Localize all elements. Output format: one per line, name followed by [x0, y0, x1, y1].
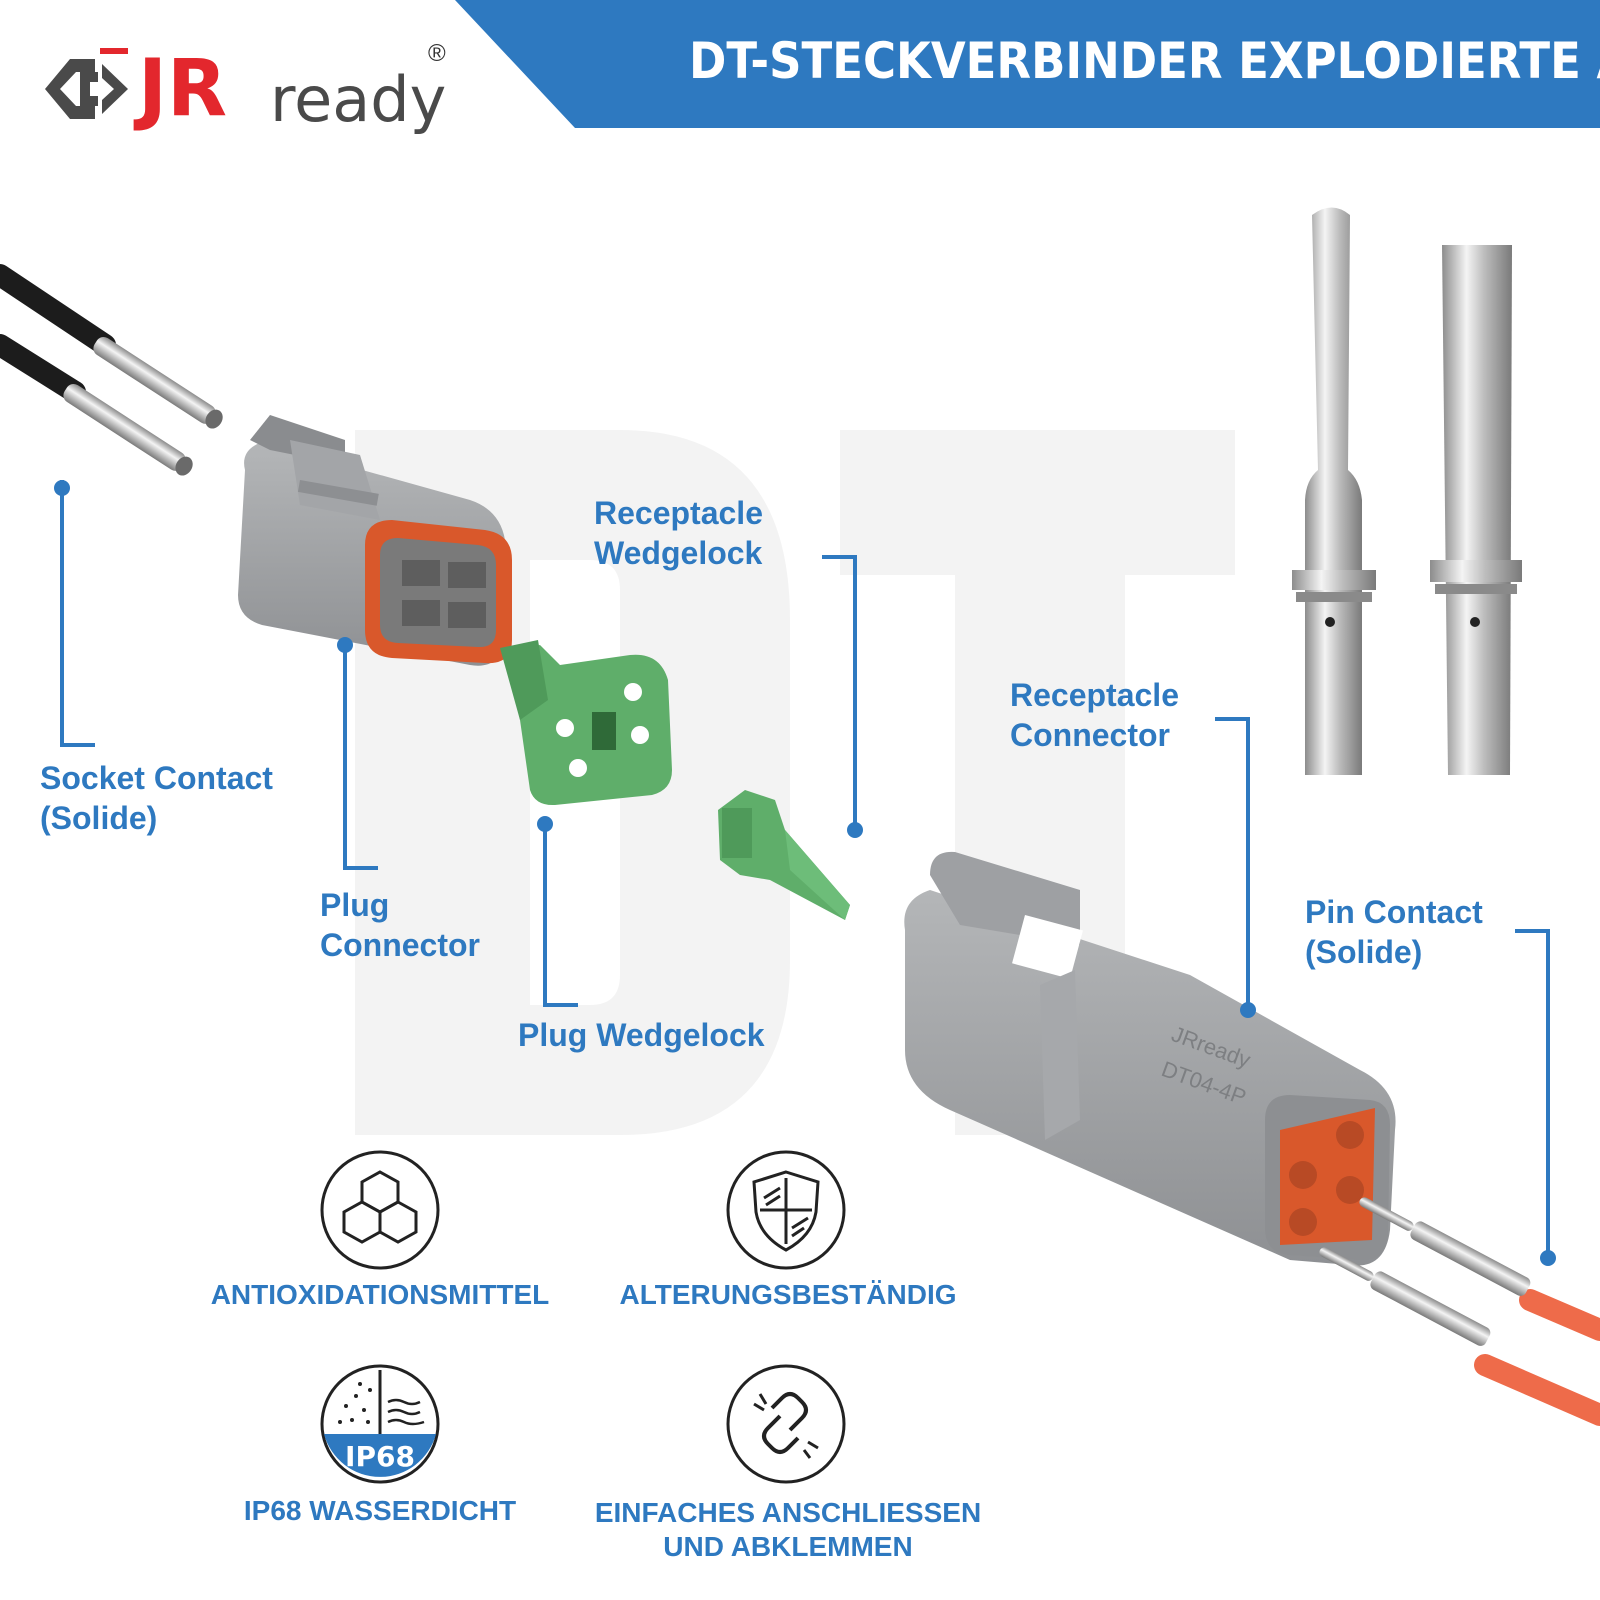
banner-title: DT-STECKVERBINDER EXPLODIERTE ANSICHT [689, 32, 1600, 90]
pin-contact-label: Pin Contact (Solide) [1305, 894, 1483, 970]
pin-contact-leader [1515, 929, 1550, 1258]
receptacle-wedgelock-art [718, 790, 850, 920]
receptacle-connector-art: JRready DT04-4P [904, 851, 1396, 1266]
ip68-waterproof-icon: IP68 [320, 1364, 440, 1484]
logo-jr-text: JR [138, 44, 228, 134]
receptacle-connector-label: Receptacle Connector [1010, 677, 1179, 753]
header-banner [455, 0, 1600, 128]
feature-label-antioxidant: ANTIOXIDATIONSMITTEL [210, 1279, 550, 1310]
plug-wedgelock-art [500, 640, 672, 806]
plug-connector-art [238, 415, 512, 666]
pin-contact-wires [1319, 1197, 1600, 1426]
broken-chain-link-icon [726, 1364, 846, 1484]
logo-mark-icon [45, 48, 128, 119]
ip68-badge-text: IP68 [345, 1440, 415, 1473]
plug-connector-label: Plug Connector [320, 887, 480, 963]
receptacle-wedgelock-leader [822, 555, 857, 830]
plug-connector-leader [343, 645, 378, 870]
hexagon-cells-icon [320, 1150, 440, 1270]
shield-icon [726, 1150, 846, 1270]
large-pin-contact-art [1292, 207, 1376, 775]
feature-label-ip68: IP68 WASSERDICHT [243, 1495, 517, 1526]
socket-contact-label: Socket Contact (Solide) [40, 760, 273, 836]
logo-ready-text: ready [270, 63, 447, 136]
receptacle-connector-leader [1215, 717, 1250, 1010]
feature-label-easy-connect: EINFACHES ANSCHLIESSEN UND ABKLEMMEN [594, 1497, 982, 1562]
socket-contact-wires [0, 264, 223, 476]
large-socket-contact-art [1430, 245, 1522, 775]
receptacle-wedgelock-label: Receptacle Wedgelock [594, 495, 763, 571]
registered-mark: ® [428, 40, 446, 67]
plug-wedgelock-label: Plug Wedgelock [518, 1017, 765, 1053]
socket-contact-leader [60, 480, 95, 747]
plug-wedgelock-leader [543, 824, 578, 1007]
feature-label-aging-resistant: ALTERUNGSBESTÄNDIG [619, 1279, 957, 1310]
